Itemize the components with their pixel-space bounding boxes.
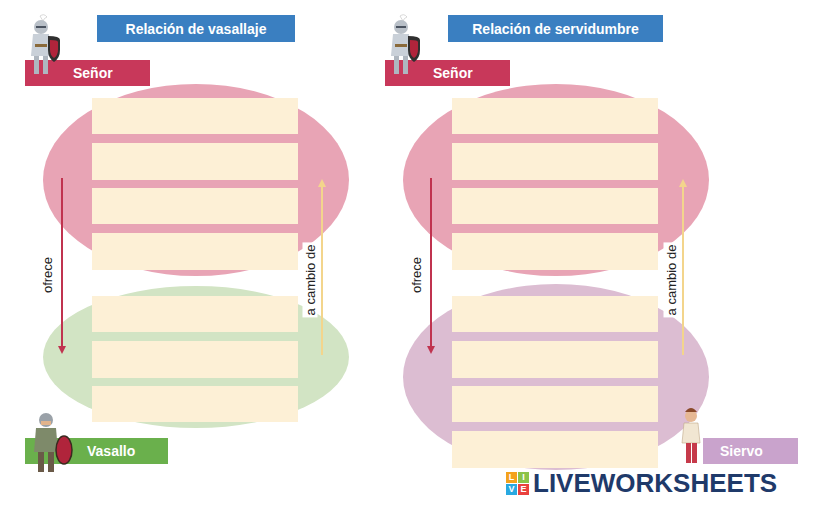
logo-letter: I [518, 472, 529, 483]
role-label: Vasallo [25, 438, 168, 464]
role-label: Señor [25, 60, 150, 86]
logo-letter: V [506, 484, 517, 495]
logo-letter: L [506, 472, 517, 483]
watermark: LIVEWORKSHEETS [533, 469, 777, 498]
arrow-label: ofrece [40, 255, 55, 295]
node-text: Vasallo [87, 443, 135, 459]
arrow-label: a cambio de [303, 243, 318, 318]
title-box: Relación de vasallaje [97, 15, 295, 42]
role-label: Siervo [703, 438, 798, 464]
exchange-arrow [682, 183, 684, 355]
logo-letter: E [518, 484, 529, 495]
arrow-label: ofrece [409, 255, 424, 295]
serf-figure [682, 408, 700, 463]
answer-boxes [92, 98, 298, 422]
node-text: Señor [433, 65, 473, 81]
role-label: Señor [385, 60, 510, 86]
node-text: Señor [73, 65, 113, 81]
offer-arrow [61, 178, 63, 350]
node-text: Siervo [720, 443, 763, 459]
offer-arrow [430, 178, 432, 350]
exchange-arrow [321, 183, 323, 355]
arrow-label: a cambio de [664, 243, 679, 318]
node-text: Relación de servidumbre [472, 21, 639, 37]
title-box: Relación de servidumbre [448, 15, 663, 42]
node-text: Relación de vasallaje [126, 21, 267, 37]
answer-boxes [452, 98, 658, 468]
